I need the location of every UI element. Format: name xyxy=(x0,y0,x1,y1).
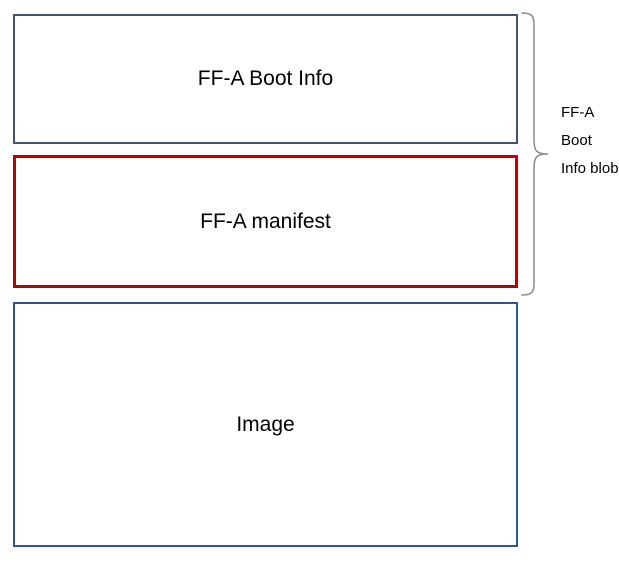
brace-label: FF-A Boot Info blob xyxy=(561,104,619,177)
box-image-label: Image xyxy=(236,412,295,436)
box-ffa-boot-info-label: FF-A Boot Info xyxy=(197,67,334,90)
box-ffa-manifest-label: FF-A manifest xyxy=(200,209,331,233)
box-ffa-boot-info: FF-A Boot Info xyxy=(13,14,518,144)
right-brace-path xyxy=(521,12,549,296)
box-ffa-manifest: FF-A manifest xyxy=(13,155,518,288)
right-brace-icon xyxy=(521,12,549,296)
box-image: Image xyxy=(13,302,518,547)
brace xyxy=(520,11,550,297)
